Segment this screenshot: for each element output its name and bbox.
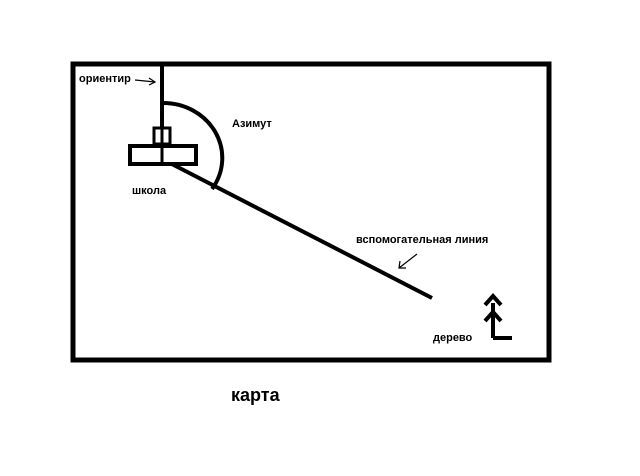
landmark-label: ориентир bbox=[79, 73, 131, 85]
school-icon bbox=[128, 126, 198, 166]
helper-line bbox=[165, 159, 433, 300]
landmark-pointer-arrow bbox=[134, 77, 157, 86]
tree-label: дерево bbox=[433, 332, 473, 344]
school-label: школа bbox=[132, 185, 167, 197]
azimuth-arc bbox=[161, 100, 225, 191]
map-caption: карта bbox=[231, 385, 280, 405]
map-frame bbox=[70, 61, 552, 363]
helper-line-pointer-arrow bbox=[398, 253, 418, 269]
azimuth-label: Азимут bbox=[232, 118, 272, 130]
tree-icon bbox=[483, 292, 512, 340]
helper-line-label: вспомогательная линия bbox=[356, 234, 489, 246]
